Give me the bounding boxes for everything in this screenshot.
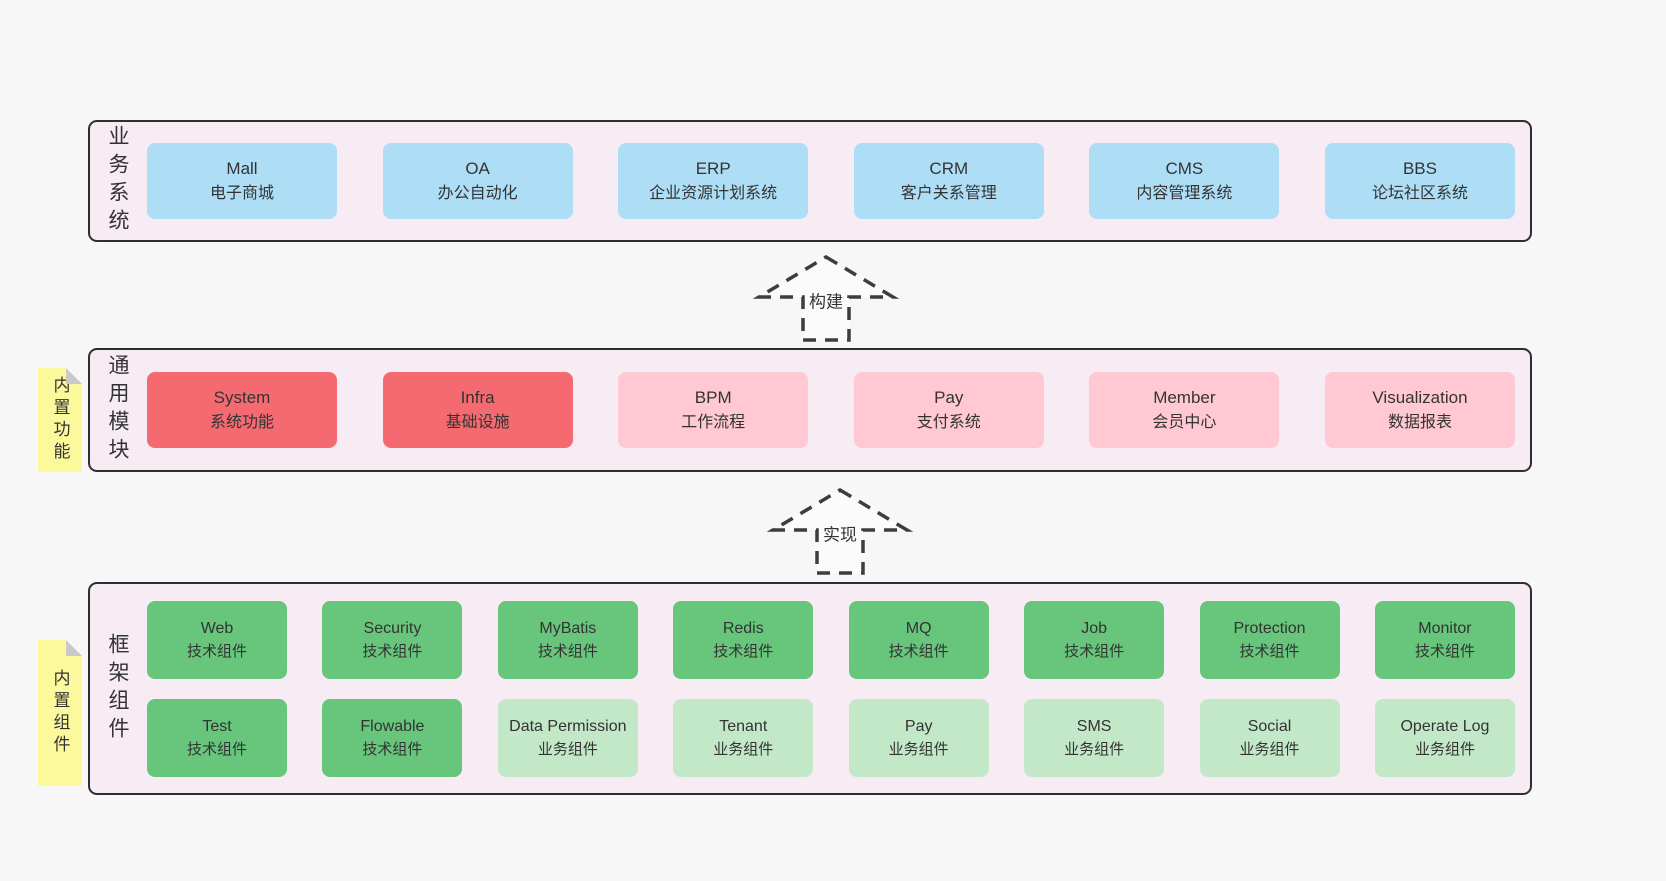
module-box-sms: SMS 业务组件 <box>1024 698 1165 777</box>
arrow-build-label: 构建 <box>807 292 845 312</box>
module-box-crm: CRM 客户关系管理 <box>853 143 1044 219</box>
band-label-business-systems: 业务系统 <box>106 125 129 237</box>
module-box-member: Member 会员中心 <box>1089 372 1280 448</box>
module-box-monitor: Monitor 技术组件 <box>1374 600 1515 679</box>
module-box-social: Social 业务组件 <box>1199 698 1340 777</box>
module-box-web: Web 技术组件 <box>147 600 287 679</box>
band-common-modules: 通用模块 System 系统功能 Infra 基础设施 BPM 工作流程 Pay… <box>88 348 1532 472</box>
module-box-system: System 系统功能 <box>147 372 337 448</box>
business-systems-box-list: Mall 电子商城 OA 办公自动化 ERP 企业资源计划系统 CRM 客户关系… <box>145 122 1530 240</box>
module-box-mybatis: MyBatis 技术组件 <box>497 600 638 679</box>
framework-components-row-1: Web 技术组件 Security 技术组件 MyBatis 技术组件 Redi… <box>147 600 1515 679</box>
module-box-test: Test 技术组件 <box>147 698 287 777</box>
sticky-note-built-in-features: 内置功能 <box>38 368 82 472</box>
module-box-cms: CMS 内容管理系统 <box>1089 143 1280 219</box>
framework-components-grid: Web 技术组件 Security 技术组件 MyBatis 技术组件 Redi… <box>145 584 1530 793</box>
module-box-mq: MQ 技术组件 <box>848 600 989 679</box>
arrow-implement: 实现 <box>755 486 925 576</box>
band-label-framework-components: 框架组件 <box>106 632 129 745</box>
module-box-infra: Infra 基础设施 <box>382 372 573 448</box>
sticky-note-built-in-components: 内置组件 <box>38 640 82 786</box>
module-box-mall: Mall 电子商城 <box>147 143 337 219</box>
module-box-flowable: Flowable 技术组件 <box>322 698 463 777</box>
common-modules-box-list: System 系统功能 Infra 基础设施 BPM 工作流程 Pay 支付系统… <box>145 350 1530 470</box>
module-box-data-permission: Data Permission 业务组件 <box>497 698 638 777</box>
module-box-bbs: BBS 论坛社区系统 <box>1324 143 1515 219</box>
module-box-pay: Pay 业务组件 <box>848 698 989 777</box>
module-box-security: Security 技术组件 <box>322 600 463 679</box>
band-framework-components: 框架组件 Web 技术组件 Security 技术组件 MyBatis 技术组件… <box>88 582 1532 795</box>
module-box-pay: Pay 支付系统 <box>853 372 1044 448</box>
module-box-operate-log: Operate Log 业务组件 <box>1374 698 1515 777</box>
band-label-common-modules: 通用模块 <box>106 354 129 466</box>
module-box-bpm: BPM 工作流程 <box>618 372 809 448</box>
module-box-tenant: Tenant 业务组件 <box>673 698 814 777</box>
module-box-job: Job 技术组件 <box>1024 600 1165 679</box>
arrow-implement-label: 实现 <box>821 525 859 545</box>
module-box-redis: Redis 技术组件 <box>673 600 814 679</box>
arrow-build: 构建 <box>741 253 911 343</box>
module-box-erp: ERP 企业资源计划系统 <box>618 143 809 219</box>
module-box-protection: Protection 技术组件 <box>1199 600 1340 679</box>
framework-components-row-2: Test 技术组件 Flowable 技术组件 Data Permission … <box>147 698 1515 777</box>
module-box-visualization: Visualization 数据报表 <box>1324 372 1515 448</box>
module-box-oa: OA 办公自动化 <box>382 143 573 219</box>
band-business-systems: 业务系统 Mall 电子商城 OA 办公自动化 ERP 企业资源计划系统 CRM… <box>88 120 1532 242</box>
